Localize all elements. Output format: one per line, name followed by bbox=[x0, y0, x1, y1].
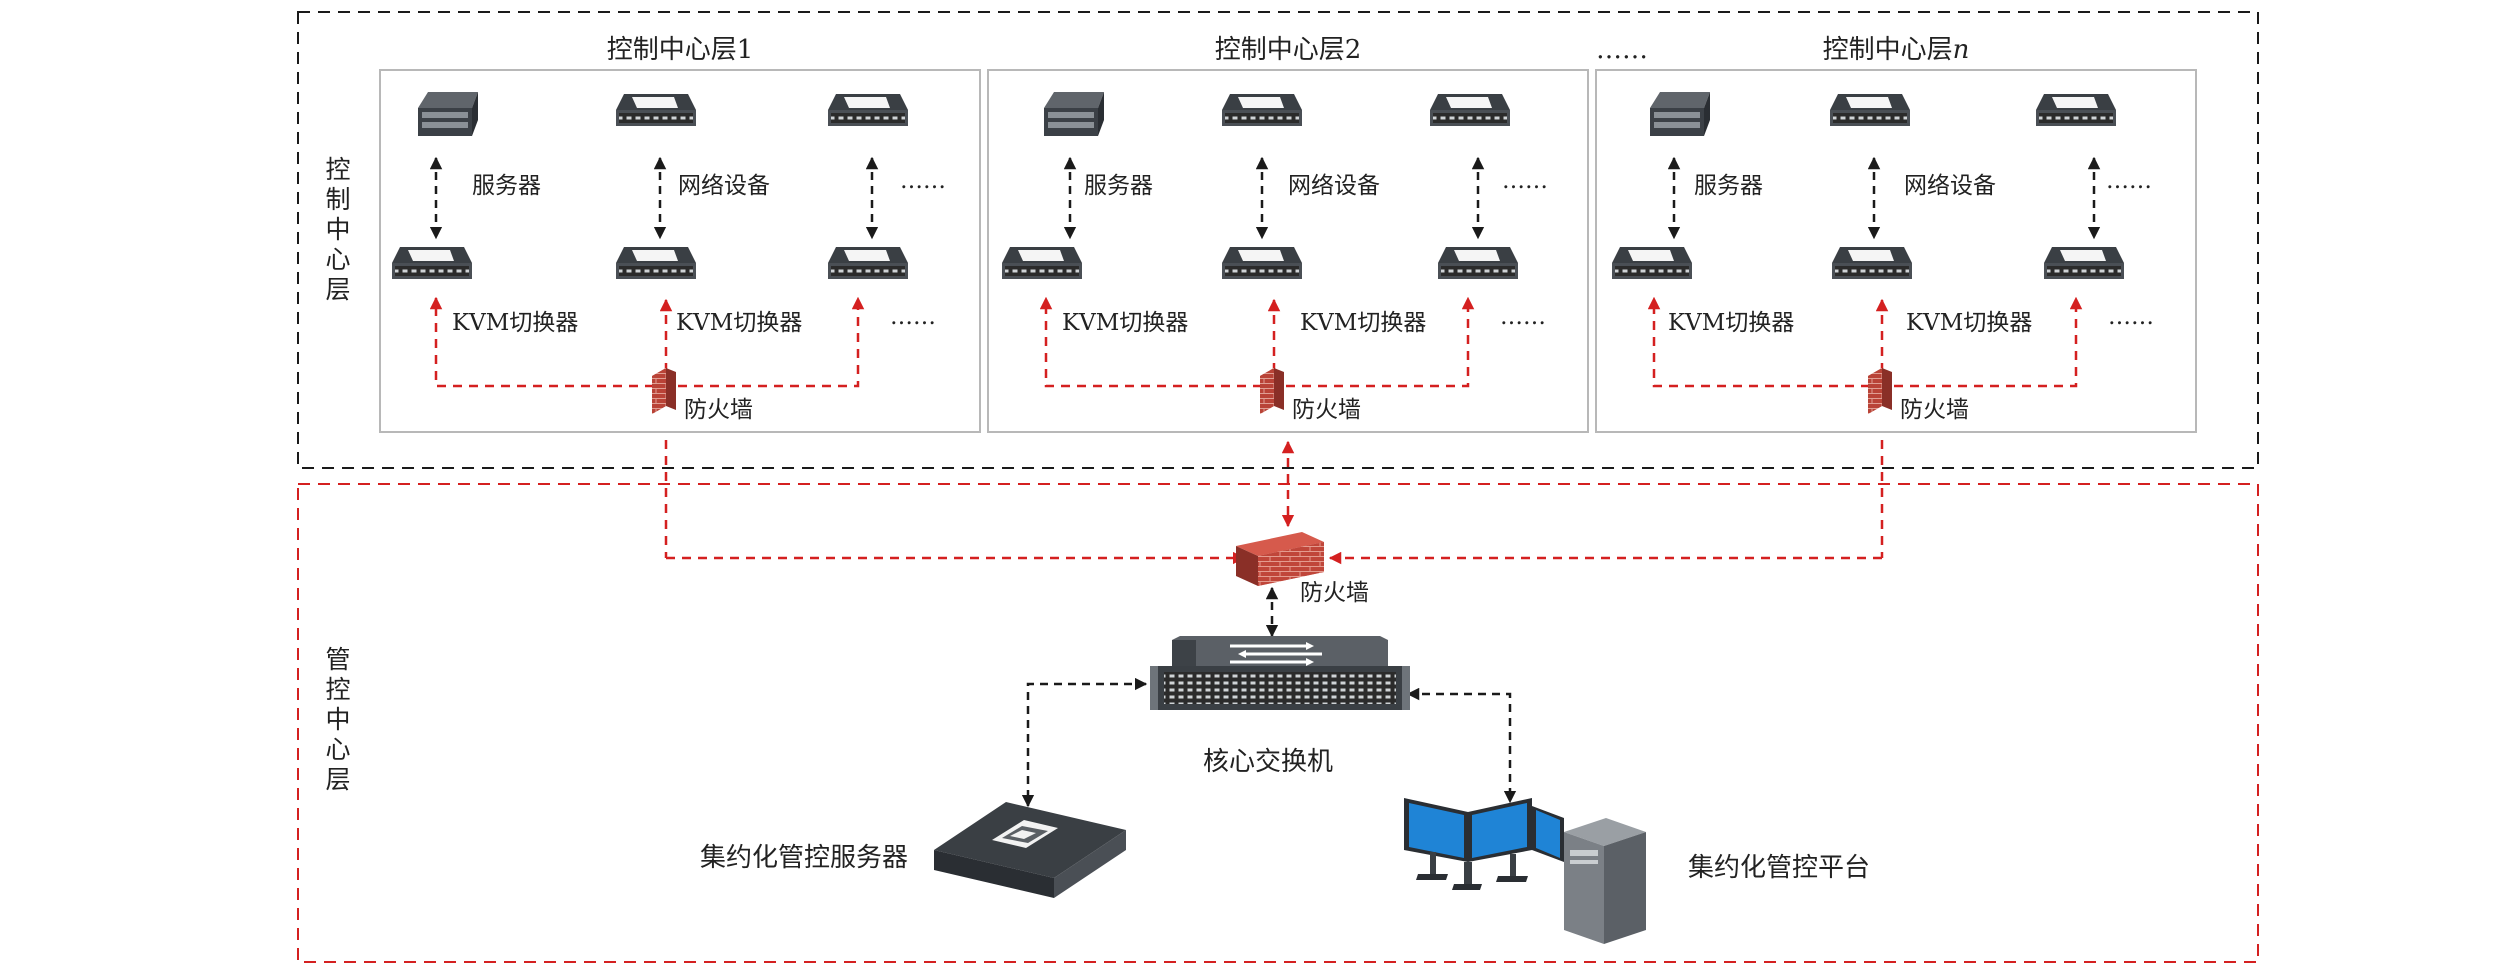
more-devices-label: …… bbox=[1500, 304, 1546, 330]
control-group-2: 服务器 网络设备 …… KVM切换器 KVM切换器 …… 防火墙 bbox=[1002, 92, 1548, 423]
server-label: 服务器 bbox=[472, 173, 541, 199]
group-box-2 bbox=[987, 69, 1589, 433]
kvm-switch-icon bbox=[1612, 247, 1692, 279]
kvm-switch-label: KVM切换器 bbox=[1906, 310, 2032, 336]
server-label: 服务器 bbox=[1084, 173, 1153, 199]
kvm-switch-label: KVM切换器 bbox=[1062, 310, 1188, 336]
firewall-label: 防火墙 bbox=[1900, 397, 1969, 423]
core-to-platform-link bbox=[1406, 687, 1517, 804]
group-box-n bbox=[1595, 69, 2197, 433]
management-layer-label: 管控中心层 bbox=[325, 645, 350, 794]
kvm-switch-icon bbox=[2044, 247, 2124, 279]
server-icon bbox=[1650, 92, 1710, 136]
central-platform-label: 集约化管控平台 bbox=[1688, 853, 1870, 883]
group1-firewall-links bbox=[429, 296, 865, 388]
groupn-firewall-links bbox=[1647, 296, 2083, 388]
kvm-switch-icon bbox=[1002, 247, 1082, 279]
network-switch-icon bbox=[2036, 94, 2116, 126]
server-icon bbox=[1044, 92, 1104, 136]
network-switch-icon bbox=[1830, 94, 1910, 126]
more-devices-label: …… bbox=[2106, 168, 2152, 194]
kvm-switch-label: KVM切换器 bbox=[1668, 310, 1794, 336]
network-switch-icon bbox=[1222, 94, 1302, 126]
network-device-label: 网络设备 bbox=[678, 173, 770, 199]
groups-ellipsis: …… bbox=[1596, 35, 1648, 65]
network-switch-icon bbox=[1430, 94, 1510, 126]
kvm-switch-icon bbox=[616, 247, 696, 279]
core-to-server-link bbox=[1021, 677, 1148, 808]
control-layer-container bbox=[297, 11, 2259, 469]
management-server-icon bbox=[934, 802, 1126, 898]
kvm-switch-label: KVM切换器 bbox=[1300, 310, 1426, 336]
group-box-1 bbox=[379, 69, 981, 433]
workstation-monitors-icon bbox=[1404, 798, 1646, 944]
network-switch-icon bbox=[828, 94, 908, 126]
firewall-icon bbox=[652, 368, 676, 414]
kvm-switch-label: KVM切换器 bbox=[452, 310, 578, 336]
kvm-switch-icon bbox=[1222, 247, 1302, 279]
kvm-switch-icon bbox=[828, 247, 908, 279]
control-group-1: 服务器 网络设备 …… KVM切换器 KVM切换器 …… 防火墙 bbox=[392, 92, 946, 423]
control-group-n: 服务器 网络设备 …… KVM切换器 KVM切换器 …… 防火墙 bbox=[1612, 92, 2154, 423]
main-firewall-icon bbox=[1236, 532, 1324, 586]
kvm-switch-icon bbox=[1832, 247, 1912, 279]
group-title-1: 控制中心层1 bbox=[607, 35, 754, 65]
central-server-label: 集约化管控服务器 bbox=[700, 843, 908, 873]
server-label: 服务器 bbox=[1694, 173, 1763, 199]
management-layer-container bbox=[297, 483, 2259, 963]
kvm-switch-icon bbox=[1438, 247, 1518, 279]
more-devices-label: …… bbox=[900, 168, 946, 194]
firewall-label: 防火墙 bbox=[1292, 397, 1361, 423]
kvm-switch-icon bbox=[392, 247, 472, 279]
more-devices-label: …… bbox=[2108, 304, 2154, 330]
main-firewall-label: 防火墙 bbox=[1300, 580, 1369, 606]
server-icon bbox=[418, 92, 478, 136]
group-title-n: 控制中心层n bbox=[1823, 35, 1970, 65]
more-devices-label: …… bbox=[890, 304, 936, 330]
more-devices-label: …… bbox=[1502, 168, 1548, 194]
group-title-2: 控制中心层2 bbox=[1215, 35, 1362, 65]
firewall-label: 防火墙 bbox=[684, 397, 753, 423]
control-layer-label: 控制中心层 bbox=[325, 155, 350, 304]
management-links bbox=[664, 440, 1884, 808]
network-device-label: 网络设备 bbox=[1904, 173, 1996, 199]
core-switch-icon bbox=[1150, 636, 1410, 710]
core-switch-label: 核心交换机 bbox=[1203, 747, 1333, 777]
kvm-switch-label: KVM切换器 bbox=[676, 310, 802, 336]
firewall-icon bbox=[1868, 368, 1892, 414]
network-switch-icon bbox=[616, 94, 696, 126]
network-device-label: 网络设备 bbox=[1288, 173, 1380, 199]
group2-firewall-links bbox=[1039, 296, 1475, 388]
firewall-icon bbox=[1260, 368, 1284, 414]
